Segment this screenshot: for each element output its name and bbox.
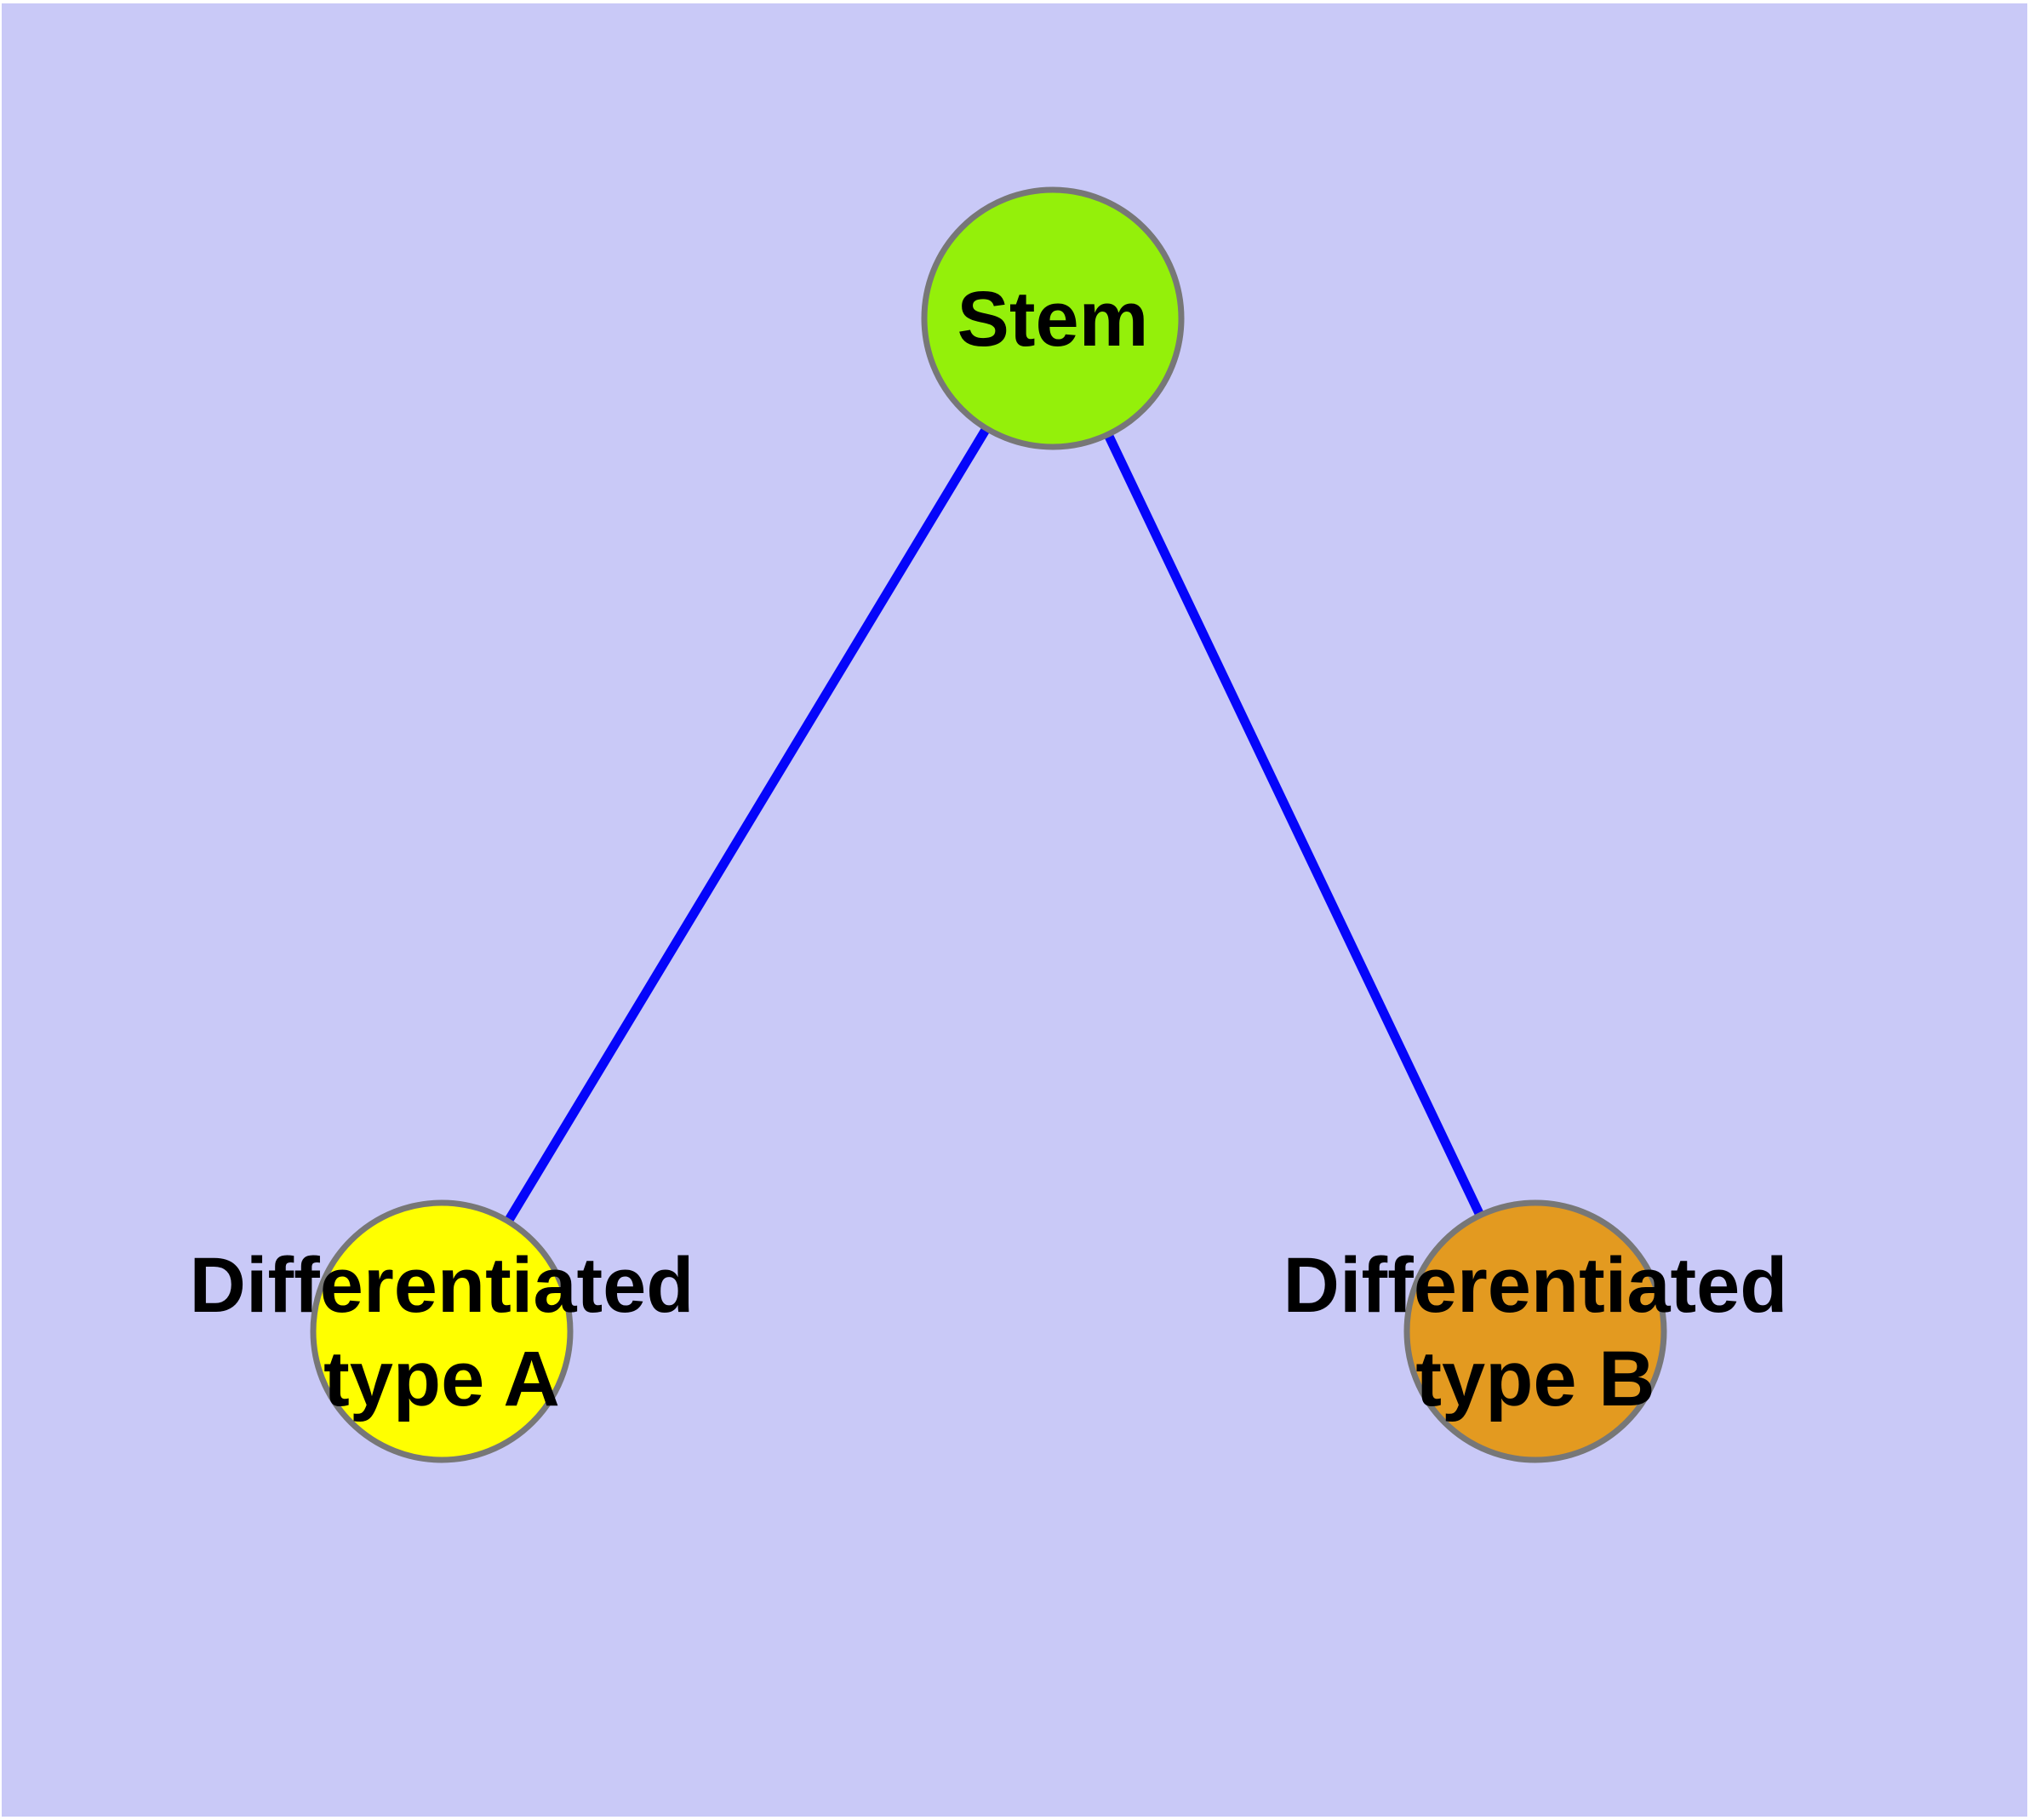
node-label-line: Stem xyxy=(957,276,1149,363)
node-label-line: Differentiated xyxy=(1283,1242,1788,1329)
node-label-line: Differentiated xyxy=(190,1242,694,1329)
edge-stem-to-diff-b xyxy=(1100,424,1489,1226)
node-circle-stem xyxy=(921,186,1185,450)
node-label-stem: Stem xyxy=(957,276,1149,363)
node-label-line: type B xyxy=(1415,1336,1655,1422)
edges-layer xyxy=(499,418,1489,1232)
node-label-line: type A xyxy=(323,1336,560,1422)
nodes-layer xyxy=(310,186,1667,1463)
node-circle-diff-b xyxy=(1403,1199,1667,1463)
node-circle-diff-a xyxy=(310,1199,574,1463)
edge-stem-to-diff-a xyxy=(499,418,996,1232)
